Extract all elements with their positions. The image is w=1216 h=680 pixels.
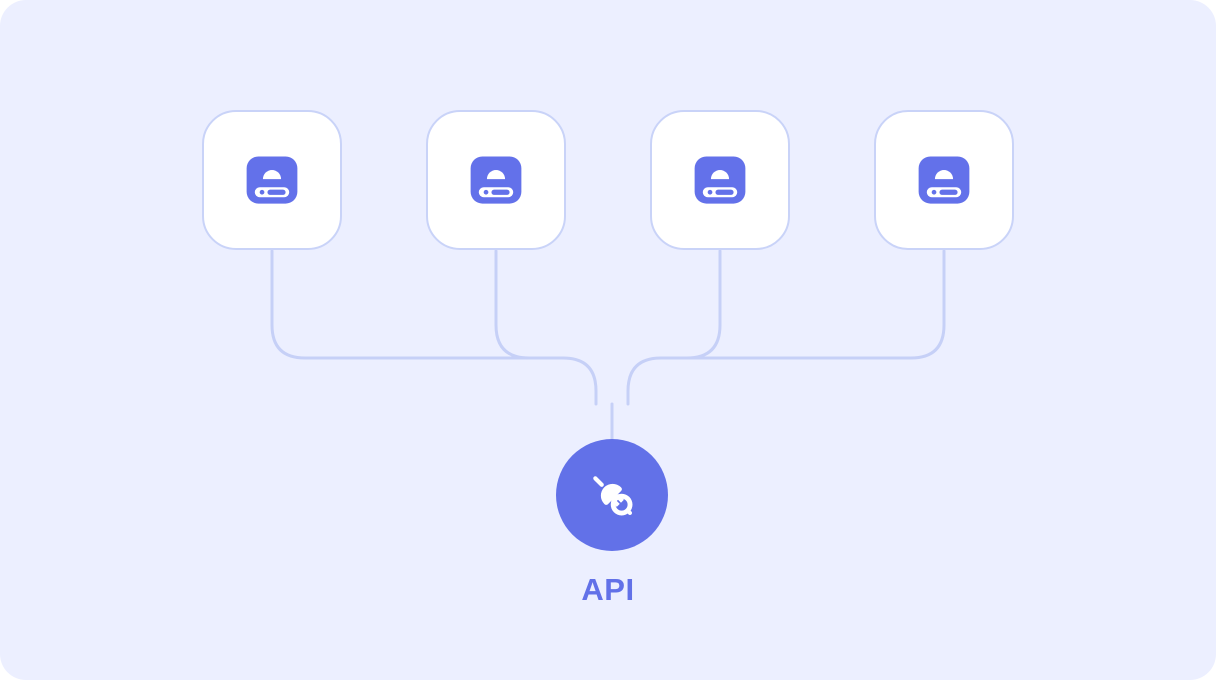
cloud-server-icon xyxy=(470,156,522,204)
cloud-server-icon xyxy=(918,156,970,204)
connector-node-2 xyxy=(494,249,565,360)
connector-hub-left xyxy=(561,356,598,406)
cloud-server-icon xyxy=(246,156,298,204)
connector-node-4 xyxy=(659,249,946,360)
connector-hub-right xyxy=(626,356,663,406)
connector-node-3 xyxy=(659,249,722,360)
api-hub-label: API xyxy=(581,572,635,607)
node-card-4[interactable] xyxy=(874,110,1014,250)
node-card-2[interactable] xyxy=(426,110,566,250)
cloud-server-icon xyxy=(694,156,746,204)
node-card-3[interactable] xyxy=(650,110,790,250)
plug-connector-icon xyxy=(593,476,633,516)
node-card-1[interactable] xyxy=(202,110,342,250)
connector-node-1 xyxy=(270,249,565,360)
api-hub-node[interactable] xyxy=(556,439,668,551)
